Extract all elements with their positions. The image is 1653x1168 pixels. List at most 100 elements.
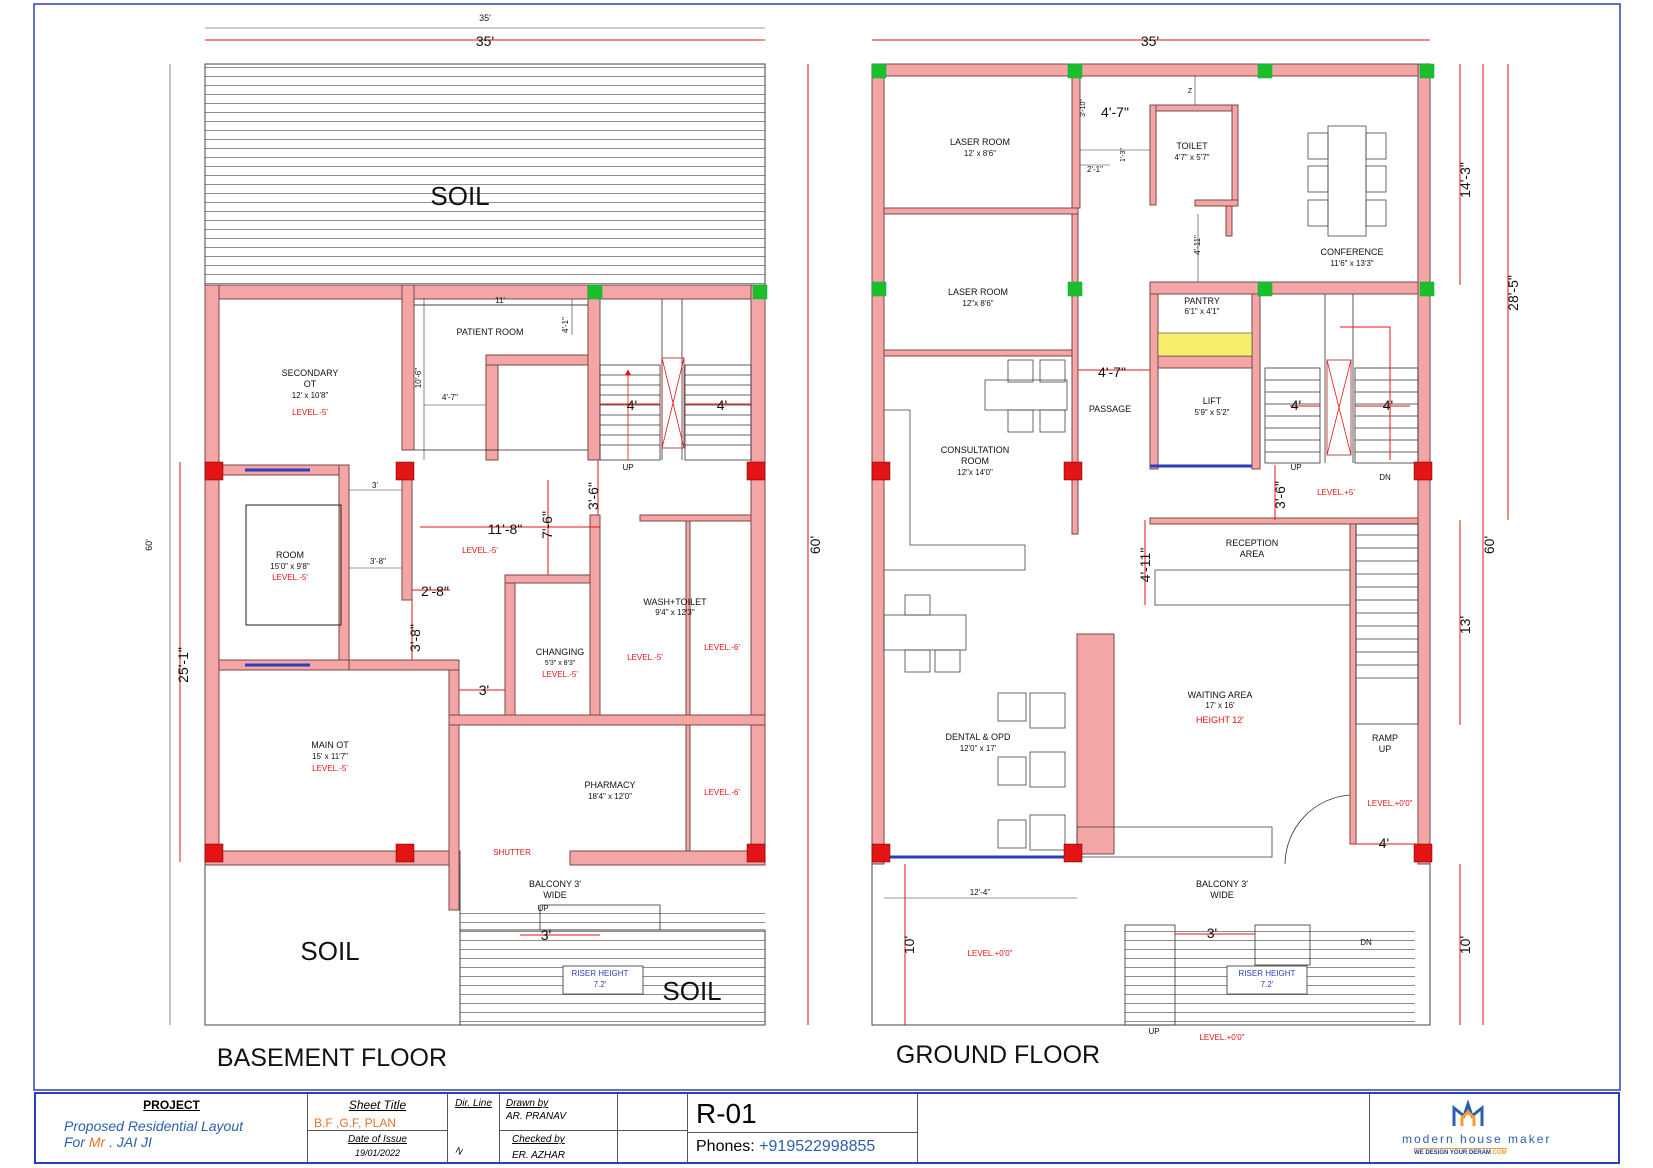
ground-riser-value: 7.2': [1261, 980, 1274, 989]
pantry-size: 6'1" x 4'1": [1185, 307, 1220, 316]
ground-dim-4-11a: 4'-11": [1193, 235, 1202, 255]
checked-value: ER. AZHAR: [512, 1150, 565, 1161]
basement-width-small: 35': [479, 13, 491, 23]
dental-size: 12'0" x 17': [960, 744, 997, 753]
basement-dim-3: 3': [372, 481, 378, 490]
sheet-frame: [33, 3, 1621, 1091]
passage-name: PASSAGE: [1089, 404, 1131, 414]
pharmacy-name: PHARMACY: [584, 780, 635, 790]
ground-dim-2-1: 2'-1": [1087, 165, 1103, 174]
ground-balcony-name2: WIDE: [1210, 890, 1234, 900]
checked-heading: Checked by: [512, 1134, 565, 1145]
basement-level-6a: LEVEL.-6': [704, 643, 740, 652]
ground-dim-4a: 4': [1291, 397, 1301, 413]
room-level: LEVEL.-5': [272, 573, 308, 582]
ground-dim-4b: 4': [1383, 397, 1393, 413]
ground-level-5: LEVEL.+5': [1317, 488, 1355, 497]
ground-balcony-dn: DN: [1360, 938, 1372, 947]
company-logo-icon: [1452, 1099, 1484, 1126]
consultation-name: CONSULTATION: [941, 445, 1010, 455]
ground-bottom-up: UP: [1148, 1027, 1159, 1036]
ground-dim-4c: 4': [1379, 835, 1389, 851]
ramp-name: RAMP: [1372, 733, 1398, 743]
basement-balcony-name2: WIDE: [543, 890, 567, 900]
phones-number: +919522998855: [759, 1138, 876, 1155]
sheet-title-cell: Sheet Title B.F ,G.F, PLAN Date of Issue…: [308, 1094, 448, 1162]
basement-dim-4-7: 4'-7": [442, 393, 458, 402]
basement-dim-3b: 3': [479, 682, 489, 698]
dental-name: DENTAL & OPD: [945, 732, 1011, 742]
basement-balcony-up: UP: [537, 904, 548, 913]
basement-depth-partial: 25'-1": [175, 647, 191, 683]
ground-z-mark: Z: [1188, 88, 1193, 95]
ground-riser-label: RISER HEIGHT: [1239, 969, 1296, 978]
reception-name2: AREA: [1240, 549, 1265, 559]
ground-furniture: [883, 125, 1387, 858]
laser-room-2-size: 12"x 8'6": [962, 299, 993, 308]
basement-dim-4a: 4': [627, 397, 637, 413]
lift-size: 5'9" x 5'2": [1195, 408, 1230, 417]
basement-level-6b: LEVEL.-6': [704, 788, 740, 797]
sheet-number: R-01: [696, 1098, 757, 1129]
logo-tagline-com: .COM: [1490, 1150, 1507, 1156]
ground-dim-12-4: 12'-4": [970, 888, 991, 897]
ground-depth-dim: 60': [1481, 536, 1497, 554]
project-heading: PROJECT: [143, 1098, 200, 1112]
soil-bottom-right-label: SOIL: [662, 976, 721, 1006]
drawn-heading: Drawn by: [506, 1098, 549, 1109]
basement-dim-11: 11': [495, 296, 505, 305]
basement-stairs: [539, 299, 752, 931]
logo-cell: modern house maker WE DESIGN YOUR DERAM.…: [1370, 1094, 1618, 1162]
ground-stairs: [1124, 294, 1419, 1026]
basement-depth-dim: 60': [807, 536, 823, 554]
basement-floor-title: BASEMENT FLOOR: [217, 1044, 447, 1072]
date-value: 19/01/2022: [354, 1148, 401, 1158]
main-ot-level: LEVEL.-5': [312, 764, 348, 773]
project-line2: For Mr . JAI JI: [64, 1134, 307, 1150]
ground-walls: [871, 63, 1431, 865]
ground-floor-plan: 35' 60' 28'-5" 14'-3" 13' 10' 10' LASER …: [871, 33, 1521, 1069]
conference-name: CONFERENCE: [1320, 247, 1383, 257]
wash-toilet-size: 9'4" x 12'3": [655, 608, 695, 617]
date-heading: Date of Issue: [348, 1134, 407, 1145]
changing-level: LEVEL.-5': [542, 670, 578, 679]
changing-name: CHANGING: [536, 647, 585, 657]
secondary-ot-size: 12' x 10'8": [292, 391, 329, 400]
soil-top-hatch: [204, 63, 766, 287]
toilet-name: TOILET: [1176, 141, 1208, 151]
basement-dim-7-6: 7'-6": [539, 511, 555, 539]
basement-width-dim: 35': [476, 33, 494, 49]
basement-balcony-name: BALCONY 3': [529, 879, 581, 889]
waiting-height: HEIGHT 12': [1196, 715, 1244, 725]
ground-depth-28-5: 28'-5": [1505, 275, 1521, 311]
basement-dim-2-8: 2'-8": [421, 583, 449, 599]
secondary-ot-level: LEVEL.-5': [292, 408, 328, 417]
secondary-ot-name: SECONDARY: [282, 368, 339, 378]
blank-cell: [618, 1094, 688, 1162]
room-size: 15'0" x 9'8": [270, 562, 310, 571]
laser-room-1-size: 12' x 8'6": [964, 149, 996, 158]
north-label: N: [453, 1145, 465, 1157]
consultation-name2: ROOM: [961, 456, 989, 466]
changing-size: 5'3" x 8'3": [545, 660, 576, 667]
phones-label: Phones:: [696, 1138, 755, 1155]
drawn-value: AR. PRANAV: [506, 1111, 567, 1122]
pantry-name: PANTRY: [1184, 296, 1220, 306]
ground-depth-10b: 10': [901, 936, 917, 954]
phones-line: Phones: +919522998855: [696, 1138, 875, 1156]
basement-stair-up: UP: [622, 463, 633, 472]
empty-cell: [918, 1094, 1370, 1162]
ground-dim-3: 3': [1207, 925, 1217, 941]
dir-line-cell: Dir. Line N: [448, 1094, 500, 1162]
lift-name: LIFT: [1203, 396, 1222, 406]
drawn-cell: Drawn by AR. PRANAV Checked by ER. AZHAR: [500, 1094, 618, 1162]
consultation-size: 12"x 14'0": [957, 468, 993, 477]
sheet-title-heading: Sheet Title: [348, 1098, 407, 1112]
ramp-name2: UP: [1379, 744, 1392, 754]
ground-depth-14-3: 14'-3": [1457, 162, 1473, 198]
sheet-title-value: B.F ,G.F, PLAN: [314, 1116, 397, 1130]
ground-dim-4-11b: 4'-11": [1137, 548, 1153, 583]
basement-floor-plan: 35' 35' 60' 60' 25'-1" SOIL SOIL SOIL SE…: [144, 13, 823, 1072]
basement-dim-4-1: 4'-1": [561, 317, 570, 333]
